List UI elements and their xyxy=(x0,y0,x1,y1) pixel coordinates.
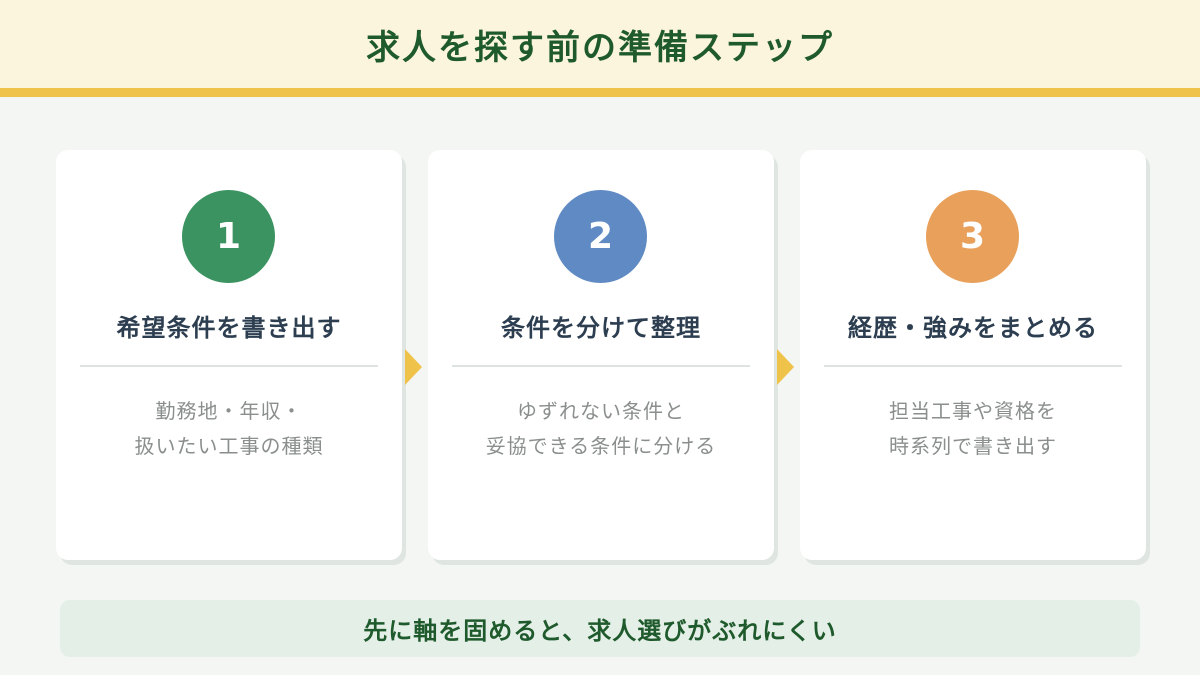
step-number-badge-3: 3 xyxy=(926,190,1019,283)
step-number-badge-1: 1 xyxy=(182,190,275,283)
step-card-1: 1 希望条件を書き出す 勤務地・年収・ 扱いたい工事の種類 xyxy=(56,150,402,560)
step-description-1-line-2: 扱いたい工事の種類 xyxy=(134,434,324,458)
step-description-3: 担当工事や資格を 時系列で書き出す xyxy=(800,394,1146,464)
step-title-2: 条件を分けて整理 xyxy=(501,314,701,342)
step-title-1: 希望条件を書き出す xyxy=(116,314,342,342)
step-description-1-line-1: 勤務地・年収・ xyxy=(155,399,303,423)
footer-callout: 先に軸を固めると、求人選びがぶれにくい xyxy=(60,600,1140,657)
step-divider-2 xyxy=(452,365,750,367)
step-card-3: 3 経歴・強みをまとめる 担当工事や資格を 時系列で書き出す xyxy=(800,150,1146,560)
step-title-3: 経歴・強みをまとめる xyxy=(848,314,1098,342)
step-description-3-line-2: 時系列で書き出す xyxy=(889,434,1057,458)
step-card-2: 2 条件を分けて整理 ゆずれない条件と 妥協できる条件に分ける xyxy=(428,150,774,560)
chevron-right-icon xyxy=(405,349,422,385)
chevron-right-icon xyxy=(777,349,794,385)
step-description-2-line-1: ゆずれない条件と xyxy=(517,399,685,423)
footer-message: 先に軸を固めると、求人選びがぶれにくい xyxy=(363,617,837,645)
step-divider-3 xyxy=(824,365,1122,367)
step-description-2-line-2: 妥協できる条件に分ける xyxy=(485,434,717,458)
step-description-3-line-1: 担当工事や資格を xyxy=(889,399,1057,423)
page-title: 求人を探す前の準備ステップ xyxy=(366,27,834,68)
header-accent-line xyxy=(0,88,1200,97)
step-divider-1 xyxy=(80,365,378,367)
step-description-2: ゆずれない条件と 妥協できる条件に分ける xyxy=(428,394,774,464)
step-number-badge-2: 2 xyxy=(554,190,647,283)
header-banner: 求人を探す前の準備ステップ xyxy=(0,0,1200,88)
step-description-1: 勤務地・年収・ 扱いたい工事の種類 xyxy=(56,394,402,464)
